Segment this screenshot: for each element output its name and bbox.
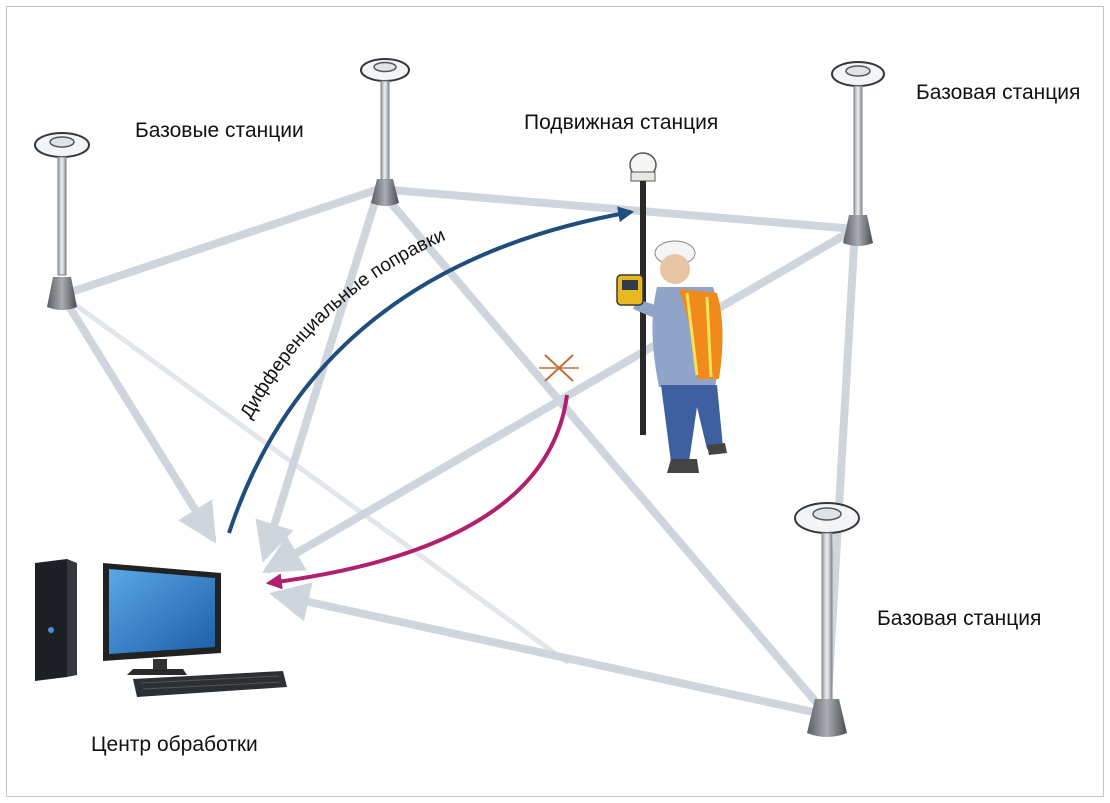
- network-line: [59, 292, 570, 665]
- network-rtk-diagram: Дифференциальные поправки Базовые станци…: [34, 58, 1080, 756]
- network-line: [58, 291, 217, 544]
- corrections-label: Дифференциальные поправки: [237, 225, 449, 422]
- network-line: [58, 185, 383, 299]
- network-line: [255, 185, 383, 563]
- rover-data-arrow: [265, 394, 569, 590]
- surveyor-figure: [616, 240, 727, 473]
- pc-tower: [35, 559, 67, 681]
- base-station-left: [34, 132, 90, 310]
- label-processing-center: Центр обработки: [91, 733, 258, 756]
- base-station-bottom-right: [794, 502, 860, 737]
- trousers: [661, 385, 723, 462]
- rover-station: [616, 152, 727, 473]
- station-base: [371, 179, 399, 206]
- label-rover-station: Подвижная станция: [524, 111, 718, 134]
- processing-center-computer: [35, 559, 287, 697]
- label-base-stations: Базовые станции: [135, 119, 304, 142]
- corrections-label-path: Дифференциальные поправки: [237, 225, 449, 422]
- survey-point-marker: [539, 354, 579, 382]
- station-base: [47, 277, 77, 310]
- network-line: [375, 185, 831, 719]
- label-base-station-bottom-right: Базовая станция: [877, 607, 1041, 630]
- station-base: [807, 699, 847, 737]
- antenna-pole: [380, 80, 390, 182]
- station-base: [843, 215, 873, 246]
- base-station-top-center: [360, 58, 410, 206]
- base-station-top-right: [831, 61, 885, 246]
- network-line: [262, 225, 859, 574]
- antenna-pole: [821, 532, 833, 702]
- network-line: [375, 185, 859, 233]
- antenna-pole: [853, 85, 863, 217]
- corrections-arrow: [227, 206, 635, 534]
- label-base-station-top-right: Базовая станция: [916, 81, 1080, 104]
- network-lines: [58, 185, 859, 719]
- monitor-screen: [109, 569, 215, 654]
- network-line: [269, 582, 831, 719]
- antenna-pole: [57, 156, 67, 276]
- diagram-frame: Дифференциальные поправки Базовые станци…: [6, 6, 1104, 797]
